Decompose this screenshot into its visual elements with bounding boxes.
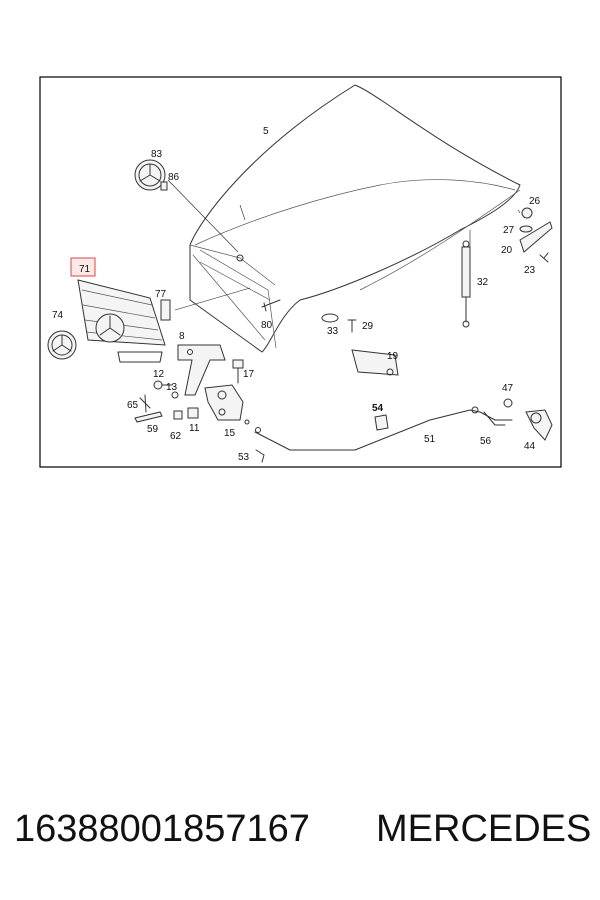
callout-83: 83 bbox=[151, 149, 163, 160]
callout-47: 47 bbox=[502, 383, 514, 394]
clip-77-part bbox=[160, 287, 251, 321]
callout-80: 80 bbox=[261, 320, 273, 331]
callout-59: 59 bbox=[147, 424, 159, 435]
callout-71: 71 bbox=[79, 264, 91, 275]
brand-text: MERCEDES bbox=[376, 808, 592, 850]
hood-part bbox=[189, 84, 521, 353]
bolt-17-part bbox=[232, 359, 244, 384]
callout-77: 77 bbox=[155, 289, 167, 300]
callout-74: 74 bbox=[52, 310, 64, 321]
callout-11: 11 bbox=[189, 423, 200, 434]
callout-29: 29 bbox=[362, 321, 374, 332]
callout-56: 56 bbox=[480, 436, 492, 447]
callout-27: 27 bbox=[503, 225, 515, 236]
gas-strut-part bbox=[461, 240, 471, 328]
callout-20: 20 bbox=[501, 245, 513, 256]
callout-8: 8 bbox=[179, 331, 185, 342]
hinge-part bbox=[519, 207, 553, 263]
callout-17: 17 bbox=[243, 369, 255, 380]
fasteners-13-11-part bbox=[171, 391, 199, 419]
star-emblem-part bbox=[134, 159, 239, 253]
bump-stop-part bbox=[321, 313, 357, 333]
callout-5: 5 bbox=[263, 126, 269, 137]
front-emblem-part bbox=[47, 330, 77, 360]
safety-catch-part bbox=[177, 344, 226, 396]
callout-32: 32 bbox=[477, 277, 489, 288]
callout-54: 54 bbox=[372, 403, 384, 414]
callout-86: 86 bbox=[168, 172, 180, 183]
bolt-12-part bbox=[153, 380, 173, 390]
callout-53: 53 bbox=[238, 452, 250, 463]
cable-holder-part bbox=[483, 411, 506, 426]
callout-15: 15 bbox=[224, 428, 236, 439]
radiator-grille-part bbox=[77, 279, 166, 363]
latch-assembly-part bbox=[204, 384, 244, 421]
callout-23: 23 bbox=[524, 265, 536, 276]
callout-19: 19 bbox=[387, 351, 399, 362]
caption-bar: 16388001857167 MERCEDES bbox=[0, 800, 600, 870]
diagram-frame bbox=[39, 76, 562, 468]
callout-13: 13 bbox=[166, 382, 178, 393]
callout-26: 26 bbox=[529, 196, 541, 207]
small-fasteners-part bbox=[134, 394, 183, 423]
release-handle-part bbox=[503, 398, 553, 441]
clip-54-part bbox=[374, 414, 389, 431]
callout-labels: 71 5 83 86 26 27 20 23 32 77 80 33 29 74… bbox=[52, 126, 541, 463]
leader-lines bbox=[239, 204, 521, 247]
callout-51: 51 bbox=[424, 434, 436, 445]
callout-44: 44 bbox=[524, 441, 536, 452]
callout-33: 33 bbox=[327, 326, 339, 337]
parts-diagram: 71 5 83 86 26 27 20 23 32 77 80 33 29 74… bbox=[39, 76, 562, 468]
screw-80-part bbox=[261, 299, 281, 312]
part-number-text: 16388001857167 bbox=[14, 808, 310, 850]
hood-lock-part bbox=[351, 349, 399, 376]
highlight-box-71 bbox=[70, 257, 96, 277]
callout-65: 65 bbox=[127, 400, 139, 411]
callout-62: 62 bbox=[170, 431, 182, 442]
clip-53-part bbox=[255, 449, 265, 463]
release-cable-part bbox=[244, 406, 513, 451]
clip-86-part bbox=[160, 181, 168, 191]
callout-12: 12 bbox=[153, 369, 165, 380]
